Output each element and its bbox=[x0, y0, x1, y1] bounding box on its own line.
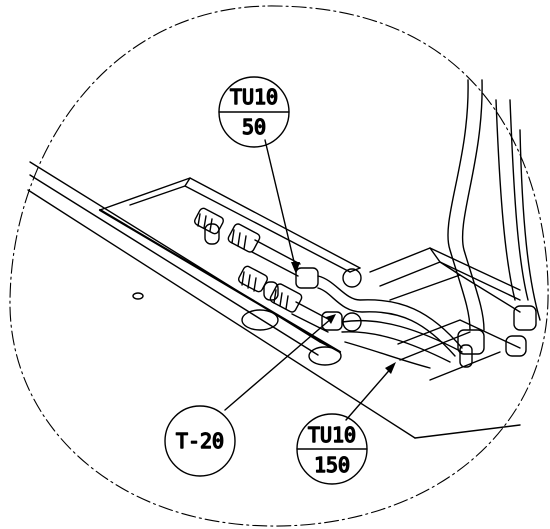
callout-tu10-150 bbox=[296, 413, 368, 485]
callout-tu10-150-bottom: 150 bbox=[314, 453, 350, 477]
callout-t20-circle bbox=[164, 405, 236, 477]
detail-circle bbox=[9, 5, 549, 527]
mounting-holes bbox=[132, 292, 342, 366]
vertical-hoses bbox=[447, 79, 541, 368]
leader-lines bbox=[224, 139, 396, 421]
callout-tu10-50 bbox=[218, 76, 290, 148]
valve-lower bbox=[238, 265, 331, 333]
tee-fittings bbox=[295, 267, 463, 369]
raised-tray bbox=[99, 177, 361, 273]
callout-t20-label: T-20 bbox=[176, 429, 224, 453]
callout-tu10-150-top: TU10 bbox=[308, 423, 356, 447]
callout-t20 bbox=[164, 405, 236, 477]
base-plate bbox=[27, 161, 521, 439]
callout-tu10-50-bottom: 50 bbox=[242, 115, 266, 139]
valve-upper bbox=[194, 207, 301, 277]
callout-tu10-50-top: TU10 bbox=[230, 85, 278, 109]
